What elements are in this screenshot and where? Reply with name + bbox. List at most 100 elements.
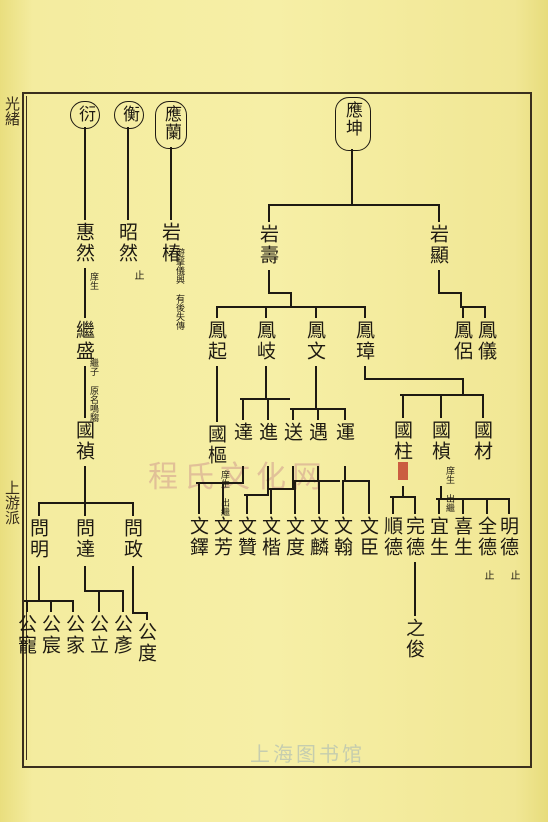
line	[342, 480, 344, 514]
line	[242, 398, 244, 420]
line	[368, 480, 370, 514]
line	[216, 366, 218, 422]
mingde-end: 止	[508, 570, 519, 580]
person-fengyi: 鳳儀	[475, 320, 497, 362]
line	[146, 612, 148, 620]
guozhen2-note: 庠生 出繼	[444, 466, 454, 512]
line	[317, 466, 319, 480]
person-guozhen: 國禎	[73, 420, 95, 462]
line	[38, 502, 40, 516]
person-wenming: 問明	[27, 518, 49, 560]
site-watermark: 程氏文化网	[148, 460, 328, 495]
line	[486, 498, 488, 514]
line	[414, 562, 416, 616]
inner-frame-line	[26, 96, 27, 760]
person-wenlin: 文麟	[307, 516, 329, 558]
person-wenzheng: 問政	[121, 518, 143, 560]
person-jisheng: 繼盛	[73, 320, 95, 362]
person-quande: 全德	[475, 516, 497, 558]
jisheng-note: 繼子 原名鳴騶	[88, 358, 98, 422]
line	[127, 127, 129, 220]
line	[460, 292, 462, 306]
person-huiran: 惠然	[73, 222, 95, 264]
person-wenda: 問達	[73, 518, 95, 560]
line	[216, 306, 218, 318]
line	[246, 494, 248, 514]
person-wenkai: 文楷	[259, 516, 281, 558]
line	[122, 590, 124, 612]
person-da: 達	[231, 422, 253, 443]
line	[364, 366, 366, 378]
quande-end: 止	[482, 570, 493, 580]
person-yu: 遇	[306, 422, 328, 443]
root-oval-yingkun	[335, 97, 371, 151]
root-xing: 衍	[75, 105, 95, 123]
line	[315, 306, 317, 318]
line	[26, 600, 28, 612]
line	[292, 408, 294, 420]
line	[265, 306, 267, 318]
person-guozhu: 國柱	[391, 420, 413, 462]
line	[392, 496, 394, 514]
line	[84, 466, 86, 502]
person-yun: 運	[333, 422, 355, 443]
person-yanxian: 岩顯	[427, 224, 449, 266]
person-yisheng: 宜生	[427, 516, 449, 558]
line	[438, 292, 462, 294]
line	[402, 394, 404, 418]
line	[290, 292, 292, 306]
line	[462, 306, 464, 318]
person-shunde: 順德	[381, 516, 403, 558]
margin-bottom-text: 上游派	[3, 480, 21, 525]
person-guoshu: 國樞	[205, 424, 227, 466]
person-yanchun: 岩椿	[159, 222, 181, 264]
line	[438, 270, 440, 292]
person-fenglu: 鳳侶	[451, 320, 473, 362]
person-wande: 完德	[403, 516, 425, 558]
zhaoran-end: 止	[132, 270, 143, 280]
line	[402, 486, 404, 496]
line	[462, 378, 464, 394]
line	[268, 488, 294, 490]
line	[198, 482, 200, 514]
line	[72, 600, 74, 612]
person-wenfang: 文芳	[211, 516, 233, 558]
line	[438, 204, 440, 222]
line	[436, 498, 510, 500]
line	[132, 612, 148, 614]
person-gongjia: 公家	[63, 614, 85, 656]
line	[344, 480, 370, 482]
person-guocai: 國材	[471, 420, 493, 462]
line	[268, 270, 270, 292]
line	[294, 480, 296, 514]
person-gongchen: 公宸	[39, 614, 61, 656]
person-fengwen: 鳳文	[304, 320, 326, 362]
line	[84, 268, 86, 318]
line	[414, 496, 416, 514]
line	[265, 366, 267, 398]
person-fengqi2: 鳳岐	[254, 320, 276, 362]
person-wenyi: 文鐸	[187, 516, 209, 558]
line	[484, 306, 486, 318]
line	[315, 366, 317, 408]
person-gongchong: 公寵	[15, 614, 37, 656]
line	[508, 498, 510, 514]
person-zhijun: 之俊	[403, 618, 425, 660]
line	[98, 590, 100, 612]
line	[244, 494, 269, 496]
line	[270, 488, 272, 514]
line	[292, 466, 294, 488]
line	[344, 466, 346, 480]
root-yingzhen: 應蘭	[161, 105, 181, 141]
line	[344, 408, 346, 420]
root-yingkun: 應坤	[342, 101, 362, 137]
line	[318, 480, 320, 514]
line	[400, 394, 484, 396]
line	[222, 482, 224, 514]
line	[84, 127, 86, 220]
line	[196, 482, 244, 484]
root-heng: 衡	[119, 105, 139, 123]
person-fengzhang: 鳳璋	[353, 320, 375, 362]
line	[351, 149, 353, 204]
